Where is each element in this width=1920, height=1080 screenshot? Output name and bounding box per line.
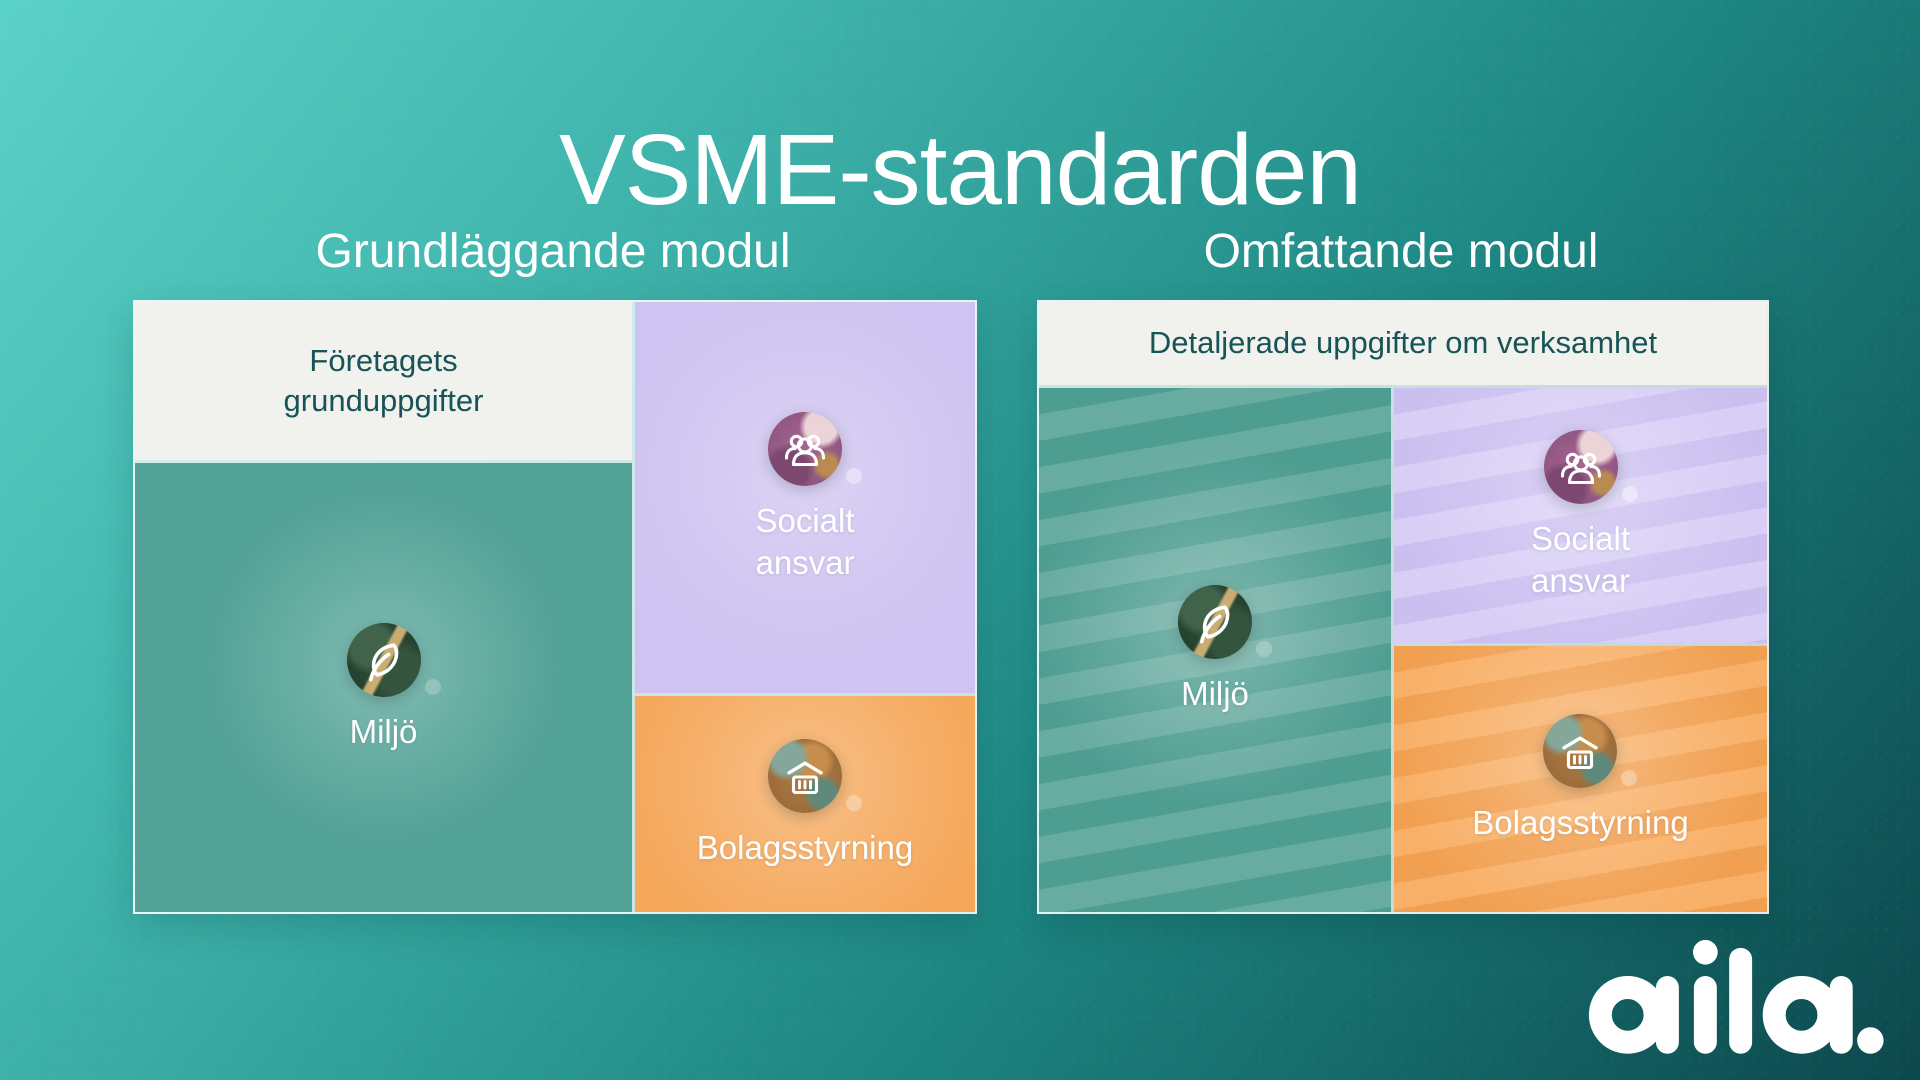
info-box-comprehensive: Detaljerade uppgifter om verksamhet — [1039, 302, 1767, 385]
leaf-icon — [1178, 585, 1252, 660]
cell-governance-basic: Bolagsstyrning — [635, 696, 975, 912]
people-icon — [1543, 430, 1618, 505]
governance-icon-wrap — [1543, 714, 1638, 789]
bank-icon — [1543, 714, 1618, 789]
cell-environment-comprehensive: Miljö — [1039, 388, 1391, 912]
page-title: VSME-standarden — [558, 114, 1362, 226]
cell-social-comprehensive: Socialt ansvar — [1394, 388, 1767, 643]
cell-label: Socialt ansvar — [755, 502, 855, 581]
cell-social-basic: Socialt ansvar — [635, 302, 975, 693]
cell-label: Miljö — [349, 712, 418, 750]
cell-label: Miljö — [1181, 675, 1249, 713]
environment-icon-wrap — [346, 622, 441, 697]
accent-dot — [1256, 641, 1272, 658]
aila-logo — [1588, 937, 1888, 1066]
cell-label: Bolagsstyrning — [696, 829, 914, 867]
cell-environment-basic: Miljö — [135, 463, 632, 912]
cell-governance-comprehensive: Bolagsstyrning — [1394, 646, 1767, 912]
module-card-basic: Företagets grunduppgifter Miljö — [133, 300, 977, 914]
people-icon — [768, 412, 842, 487]
accent-dot — [1621, 770, 1638, 787]
accent-dot — [846, 468, 862, 485]
module-heading-comprehensive: Omfattande modul — [1203, 225, 1599, 278]
info-box-basic-text: Företagets grunduppgifter — [283, 342, 484, 418]
info-box-comprehensive-text: Detaljerade uppgifter om verksamhet — [1148, 325, 1658, 361]
accent-dot — [845, 795, 862, 812]
governance-icon-wrap — [767, 739, 862, 814]
accent-dot — [1621, 486, 1638, 503]
social-icon-wrap — [1543, 430, 1638, 505]
environment-icon-wrap — [1178, 585, 1272, 660]
module-card-comprehensive: Detaljerade uppgifter om verksamhet Milj… — [1037, 300, 1769, 914]
module-heading-basic: Grundläggande modul — [315, 225, 791, 278]
leaf-icon — [346, 622, 421, 697]
social-icon-wrap — [768, 412, 862, 487]
bank-icon — [767, 739, 842, 814]
cell-label: Socialt ansvar — [1530, 520, 1631, 599]
info-box-basic: Företagets grunduppgifter — [135, 302, 632, 460]
accent-dot — [424, 678, 441, 695]
cell-label: Bolagsstyrning — [1472, 804, 1689, 842]
